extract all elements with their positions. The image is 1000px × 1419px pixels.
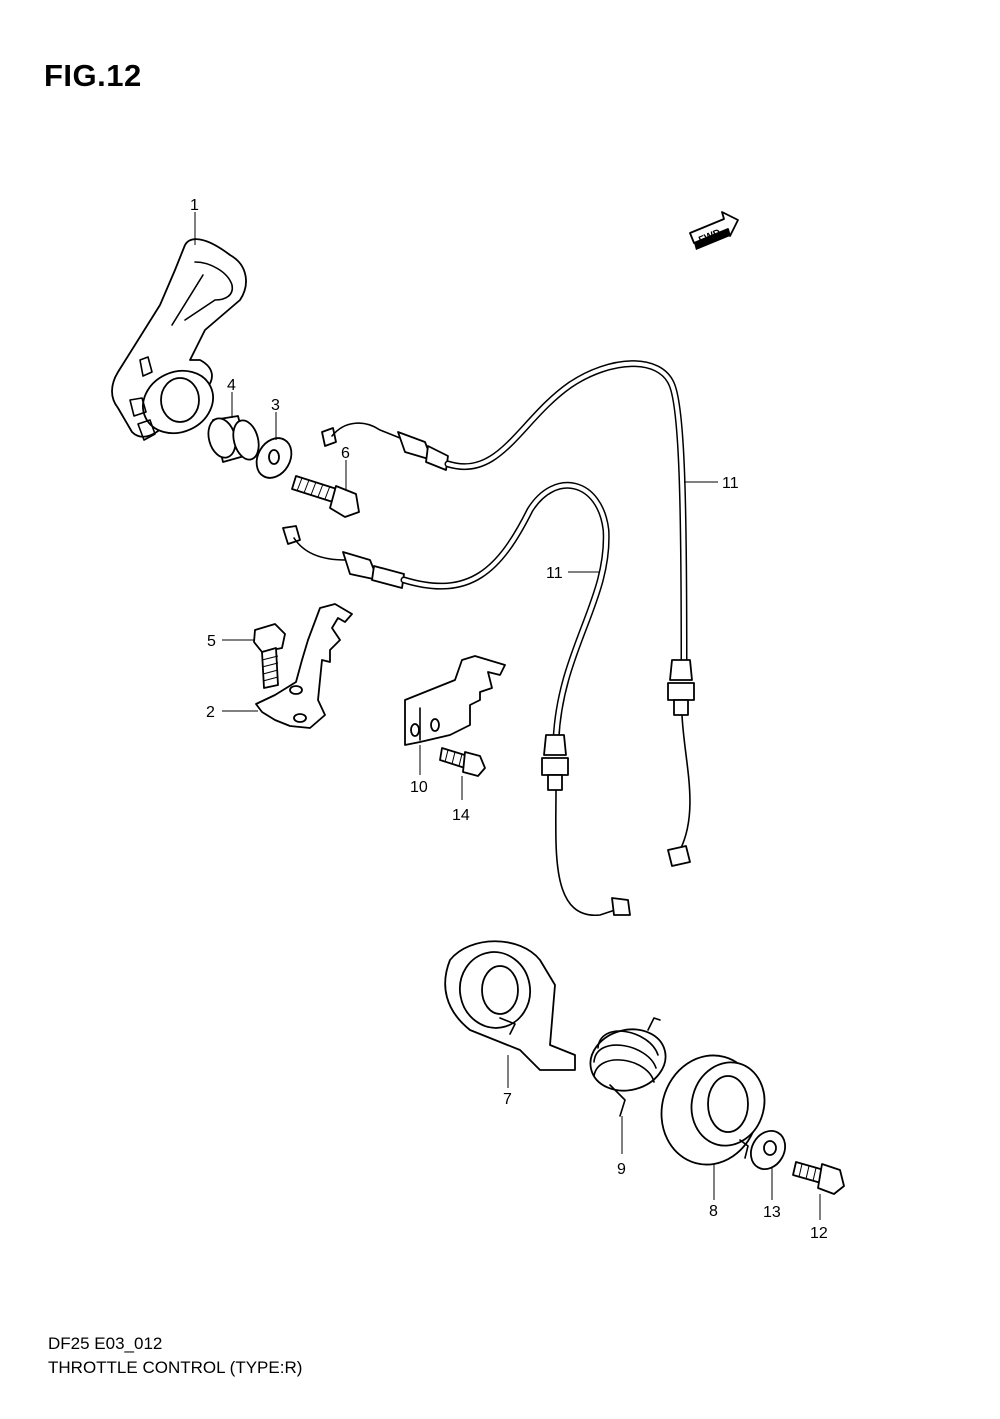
callout-6: 6 xyxy=(341,445,350,462)
figure-title: FIG.12 xyxy=(44,58,142,93)
callout-7: 7 xyxy=(503,1091,512,1108)
callout-3: 3 xyxy=(271,397,280,414)
part-12-bolt[interactable] xyxy=(792,1161,845,1195)
callout-14: 14 xyxy=(452,807,470,824)
part-10-bracket[interactable] xyxy=(404,655,506,746)
leader-lines xyxy=(194,212,821,1220)
callout-13: 13 xyxy=(763,1204,781,1221)
part-4-collar[interactable] xyxy=(204,415,263,463)
part-11-cable-upper[interactable] xyxy=(321,360,695,867)
callout-12: 12 xyxy=(810,1225,828,1242)
part-11-cable-lower[interactable] xyxy=(282,481,631,916)
part-6-bolt[interactable] xyxy=(291,475,360,518)
callout-2: 2 xyxy=(206,704,215,721)
part-5-bolt[interactable] xyxy=(253,623,286,689)
callout-9: 9 xyxy=(617,1161,626,1178)
part-7-cam[interactable] xyxy=(444,940,576,1071)
part-2-bracket[interactable] xyxy=(255,603,353,729)
diagram-code: DF25 E03_012 xyxy=(48,1334,163,1353)
callout-11-upper: 11 xyxy=(722,475,739,492)
part-9-spring[interactable] xyxy=(584,1017,673,1117)
callout-1: 1 xyxy=(190,197,199,214)
part-3-washer[interactable] xyxy=(250,432,299,484)
callout-11-lower: 11 xyxy=(546,565,563,582)
callout-5: 5 xyxy=(207,633,216,650)
fwd-arrow-icon: FWD xyxy=(689,211,739,250)
part-13-washer[interactable] xyxy=(744,1125,792,1176)
callout-10: 10 xyxy=(410,779,428,796)
callout-labels: 1 4 3 6 5 2 10 14 11 11 7 9 8 13 12 xyxy=(190,197,828,1242)
part-1-throttle-lever[interactable] xyxy=(111,238,247,444)
diagram-name: THROTTLE CONTROL (TYPE:R) xyxy=(48,1358,303,1377)
callout-8: 8 xyxy=(709,1203,718,1220)
part-8-drum[interactable] xyxy=(649,1044,773,1175)
part-14-bolt[interactable] xyxy=(439,747,486,777)
callout-4: 4 xyxy=(227,377,236,394)
